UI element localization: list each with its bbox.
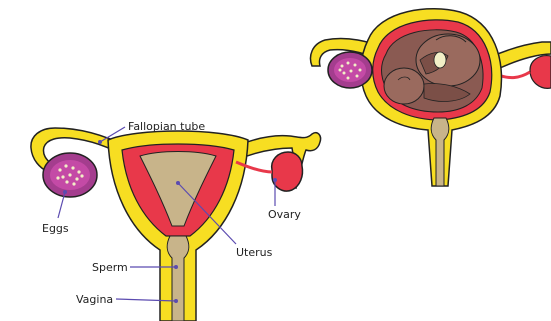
label-eggs: Eggs <box>42 222 69 235</box>
leader-dot-uterus <box>176 181 180 185</box>
label-uterus: Uterus <box>236 246 273 259</box>
label-vagina: Vagina <box>76 293 113 306</box>
label-fallopian-tube: Fallopian tube <box>128 120 205 133</box>
leader-dot-ovary <box>273 178 277 182</box>
leader-dot-vagina <box>174 299 178 303</box>
leader-dot-sperm <box>174 265 178 269</box>
uterus-diagram: Fallopian tube Ovary Eggs Uterus Sperm V… <box>31 120 321 321</box>
label-ovary: Ovary <box>268 208 301 221</box>
pregnant-uterus-diagram <box>311 9 551 186</box>
label-sperm: Sperm <box>92 261 128 274</box>
pregnant-right-fimbriae <box>530 56 551 89</box>
leader-dot-fallopian <box>98 140 102 144</box>
leader-dot-eggs <box>63 190 67 194</box>
right-fimbriae <box>272 152 303 191</box>
